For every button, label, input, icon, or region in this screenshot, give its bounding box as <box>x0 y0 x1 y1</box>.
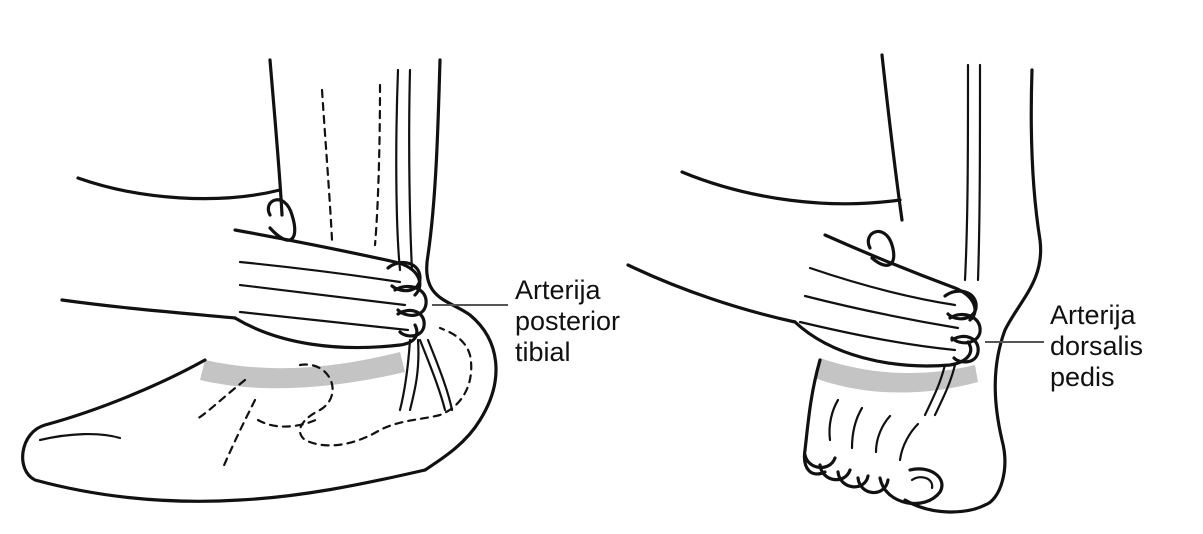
label-dorsalis-pedis-line-2: dorsalis <box>1050 331 1143 362</box>
foot-sole-right <box>905 500 985 512</box>
label-posterior-tibial-line-3: tibial <box>515 337 620 368</box>
label-posterior-tibial-line-1: Arterija <box>515 275 620 306</box>
figure-posterior-tibial <box>23 60 508 501</box>
artery-line-a-left <box>396 70 400 270</box>
leg-right-outline-right <box>985 70 1041 505</box>
toe-line <box>40 434 120 440</box>
artery-branch-b-left <box>410 340 418 410</box>
artery-line-b-right <box>978 65 980 280</box>
leg-left-outline-right <box>882 55 902 220</box>
artery-line-a-right <box>965 65 968 280</box>
finger-1-left <box>240 262 400 282</box>
artery-branch-a-left <box>400 340 410 410</box>
examiner-arm-top-right <box>682 172 900 204</box>
toenail-right <box>912 477 932 488</box>
examiner-arm-bottom-right <box>628 265 795 322</box>
hand-shadow-left <box>200 352 405 388</box>
label-posterior-tibial-line-2: posterior <box>515 306 620 337</box>
examiner-arm-top <box>78 178 280 199</box>
artery-line-b-left <box>409 70 412 270</box>
tibia-dashed-2 <box>375 85 380 245</box>
leg-right-outline <box>425 60 496 470</box>
foot-bones-dashed-3 <box>258 418 320 427</box>
artery-branch-d-left <box>428 340 452 410</box>
toe-crease-3 <box>876 416 890 452</box>
label-dorsalis-pedis: Arterija dorsalis pedis <box>1050 300 1143 393</box>
figure-dorsalis-pedis <box>628 55 1044 512</box>
finger-3-left <box>240 312 408 330</box>
finger-3-right <box>800 322 955 350</box>
label-dorsalis-pedis-line-3: pedis <box>1050 362 1143 393</box>
label-posterior-tibial: Arterija posterior tibial <box>515 275 620 368</box>
toe-crease-1 <box>829 400 838 440</box>
toe-crease-2 <box>852 408 862 448</box>
toe-crease-4 <box>900 424 918 460</box>
finger-2-left <box>240 285 405 305</box>
foot-bones-dashed-2 <box>222 400 255 470</box>
tibia-dashed-1 <box>322 90 332 240</box>
palm-bottom-left <box>235 318 417 348</box>
examiner-arm-bottom <box>62 300 235 318</box>
label-dorsalis-pedis-line-1: Arterija <box>1050 300 1143 331</box>
finger-1-right <box>810 268 955 305</box>
